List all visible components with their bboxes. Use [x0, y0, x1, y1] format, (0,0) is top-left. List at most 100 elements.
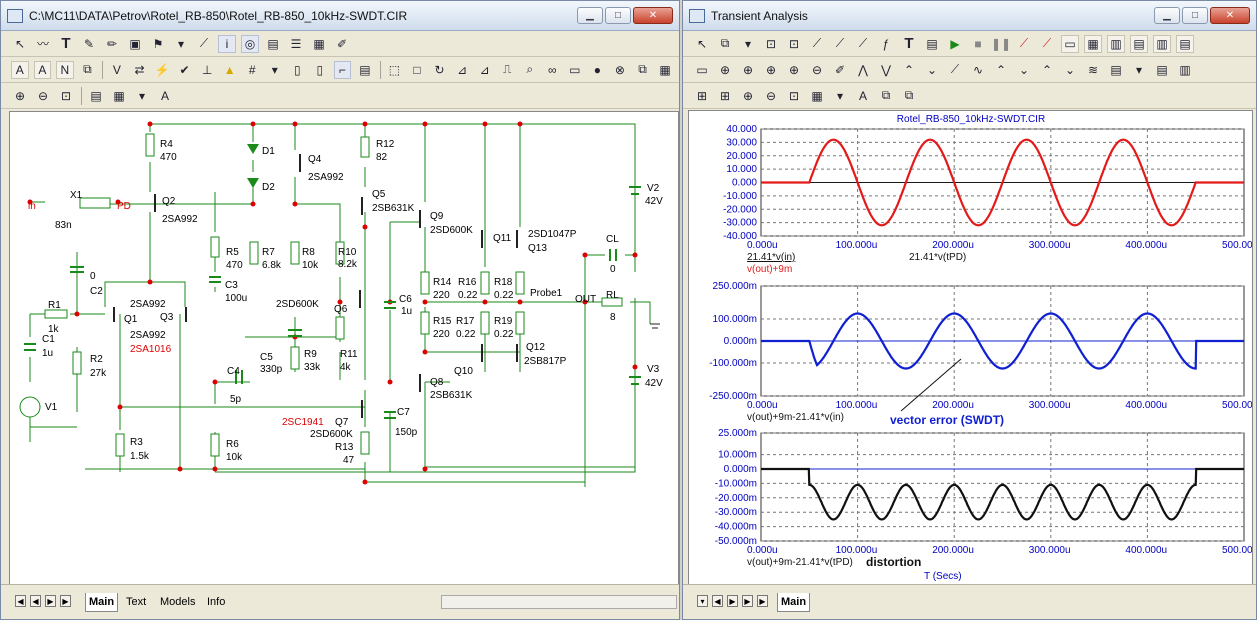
minimize-button[interactable]: ▁	[1154, 7, 1180, 24]
zoom-in-icon[interactable]: ⊕	[14, 88, 26, 103]
select-mode-icon[interactable]: ↖	[14, 36, 26, 51]
close-button[interactable]: ✕	[1210, 7, 1250, 24]
pin-icon[interactable]: ⊥	[201, 62, 213, 77]
tile-icon[interactable]: ▦	[659, 62, 671, 77]
zoom-x-icon[interactable]: ⊕	[765, 62, 777, 77]
page-icon[interactable]: ▯	[294, 62, 301, 77]
lightning-icon[interactable]: ⚡	[154, 62, 170, 77]
layout-icon[interactable]: ▭	[696, 62, 708, 77]
maximize-button[interactable]: □	[605, 7, 631, 24]
global-low-icon[interactable]: ⌄	[1018, 62, 1030, 77]
slope-icon[interactable]: ⟋	[950, 62, 960, 76]
prev-page-icon[interactable]: ◀	[712, 595, 723, 607]
bus-icon[interactable]: ▣	[129, 36, 141, 51]
copy-window-icon[interactable]: ⧉	[638, 62, 647, 76]
wire-mode-icon[interactable]: 〰	[36, 37, 49, 51]
print-icon[interactable]: ▤	[90, 88, 102, 103]
numeric-output-icon[interactable]: ▤	[1156, 62, 1168, 77]
peak-icon[interactable]: ⋀	[858, 62, 868, 77]
panel6-icon[interactable]: ▤	[1176, 34, 1194, 53]
table-icon[interactable]: ▦	[313, 36, 325, 51]
text-mode-icon[interactable]: T	[61, 35, 71, 52]
draw-icon[interactable]: ✏	[106, 36, 118, 51]
tab-text[interactable]: Text	[126, 596, 147, 608]
flip-icon[interactable]: ⊿	[479, 62, 490, 77]
last-page-icon[interactable]: ▶	[60, 595, 71, 607]
stop-icon[interactable]: ■	[974, 36, 982, 51]
list-icon[interactable]: ☰	[290, 36, 302, 51]
find-icon[interactable]: ⌕	[526, 62, 534, 76]
close-button[interactable]: ✕	[633, 7, 673, 24]
empty-box-icon[interactable]: □	[413, 62, 421, 77]
end-page-icon[interactable]: ▶	[757, 595, 768, 607]
box-select-icon[interactable]: ⬚	[388, 62, 401, 77]
tag2-icon[interactable]: ⟋	[1042, 36, 1052, 50]
copy-icon[interactable]: ⧉	[720, 36, 730, 50]
minimize-button[interactable]: ▁	[577, 7, 603, 24]
dropdown-arrow-icon[interactable]: ▾	[836, 88, 844, 103]
last-page-icon[interactable]: ▶	[742, 595, 753, 607]
dropdown-arrow-icon[interactable]: ▾	[744, 36, 752, 51]
properties-icon[interactable]: ▤	[926, 36, 938, 51]
cursor2-icon[interactable]: ⟋	[835, 36, 845, 50]
attribute-text-icon[interactable]: A	[11, 60, 29, 79]
tab-main[interactable]: Main	[777, 593, 811, 612]
voltage-icon[interactable]: V	[112, 62, 121, 77]
next-curve-icon[interactable]: ≋	[1087, 62, 1099, 77]
cursor-icon[interactable]: ⟋	[812, 36, 822, 50]
font-icon[interactable]: A	[858, 88, 867, 103]
tab-info[interactable]: Info	[207, 596, 226, 608]
first-page-icon[interactable]: ◀	[15, 595, 26, 607]
component-icon[interactable]: ▤	[267, 36, 279, 51]
dropdown-arrow-icon[interactable]: ▾	[1135, 62, 1143, 77]
top-icon[interactable]: ⌃	[1041, 62, 1053, 77]
copy-icon[interactable]: ⧉	[83, 62, 92, 76]
pause-icon[interactable]: ❚❚	[990, 36, 1012, 51]
fit-icon[interactable]: ⊞	[696, 88, 708, 103]
page2-icon[interactable]: ▯	[316, 62, 324, 77]
binoculars-icon[interactable]: ∞	[548, 62, 557, 77]
attribute-text2-icon[interactable]: A	[33, 60, 52, 79]
schematic-window[interactable]: C:\MC11\DATA\Petrov\Rotel_RB-850\Rotel_R…	[0, 0, 680, 620]
globe-icon[interactable]: ◎	[241, 34, 259, 53]
check-icon[interactable]: ✔	[179, 62, 190, 77]
next-page-icon[interactable]: ▶	[727, 595, 738, 607]
info-icon[interactable]: i	[218, 34, 236, 53]
pen-icon[interactable]: ✎	[83, 36, 95, 51]
panel4-icon[interactable]: ▤	[1130, 34, 1148, 53]
ruler-icon[interactable]: ⟋	[199, 36, 209, 50]
zoom-out-icon[interactable]: ⊖	[811, 62, 823, 77]
cancel-circle-icon[interactable]: ⊗	[614, 62, 625, 77]
stop-circle-icon[interactable]: ●	[593, 62, 601, 77]
mirror-icon[interactable]: ⊿	[457, 62, 468, 77]
zoom-y-icon[interactable]: ⊕	[788, 62, 800, 77]
horizontal-scrollbar[interactable]	[441, 595, 677, 609]
zoom-out-icon[interactable]: ⊖	[765, 88, 777, 103]
grid-menu-icon[interactable]: ▦	[811, 88, 823, 103]
clipboard-icon[interactable]: ▤	[1110, 62, 1122, 77]
zoom-fit-icon[interactable]: ⊡	[60, 88, 72, 103]
warning-icon[interactable]: ▲	[223, 62, 236, 77]
fit2-icon[interactable]: ⊞	[719, 88, 731, 103]
rotate-icon[interactable]: ↻	[434, 62, 445, 77]
select-mode-icon[interactable]: ↖	[696, 36, 708, 51]
tab-main[interactable]: Main	[85, 593, 119, 612]
low-icon[interactable]: ⌄	[926, 62, 938, 77]
zoom-in-icon[interactable]: ⊕	[742, 62, 754, 77]
zoom-in-icon[interactable]: ⊕	[742, 88, 754, 103]
analysis-window[interactable]: Transient Analysis ▁ □ ✕ ↖ ⧉ ▾ ⊡ ⊡ ⟋ ⟋ ⟋…	[682, 0, 1257, 620]
grid-menu-icon[interactable]: ▦	[113, 88, 125, 103]
scale2-icon[interactable]: ⊡	[788, 36, 800, 51]
properties-icon[interactable]: ▤	[359, 62, 371, 77]
schematic-canvas[interactable]: X1 83n in PD 0 C2 R1 1k C1 1u R2 27k V1 …	[9, 111, 679, 586]
high-icon[interactable]: ⌃	[903, 62, 915, 77]
global-high-icon[interactable]: ⌃	[995, 62, 1007, 77]
dropdown-arrow-icon[interactable]: ▾	[138, 88, 146, 103]
run-icon[interactable]: ▶	[950, 36, 960, 51]
scale-icon[interactable]: ⊡	[765, 36, 777, 51]
panel2-icon[interactable]: ▦	[1084, 34, 1102, 53]
node-numbers-icon[interactable]: N	[56, 60, 74, 79]
notes-icon[interactable]: ▭	[569, 62, 581, 77]
panel3-icon[interactable]: ▥	[1107, 34, 1125, 53]
